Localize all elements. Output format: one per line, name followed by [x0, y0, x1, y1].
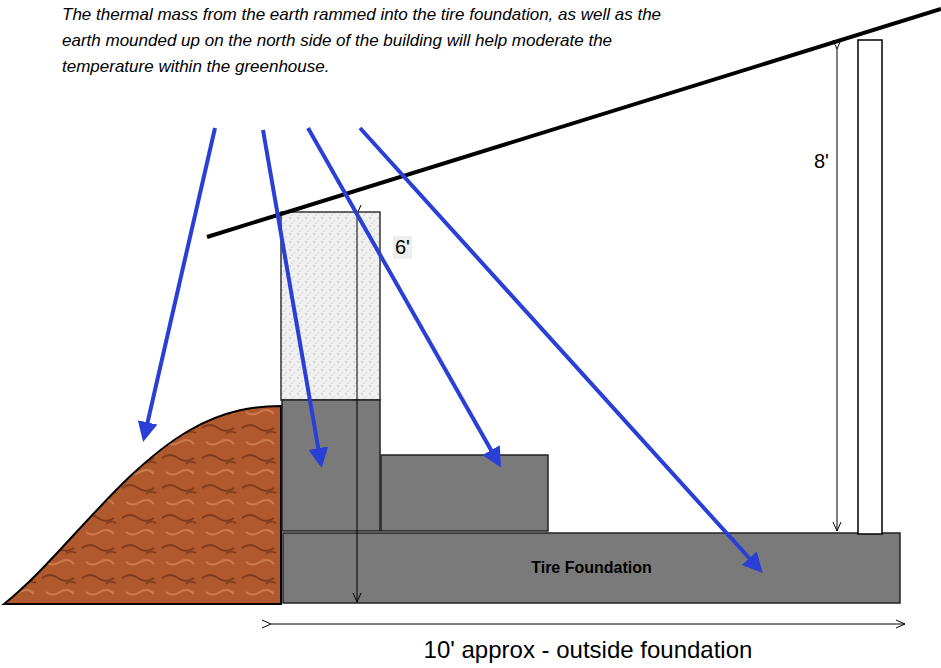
foundation-box: Tire Foundation	[283, 533, 900, 603]
note-text: The thermal mass from the earth rammed i…	[62, 2, 662, 80]
dimension-label: 8'	[812, 150, 831, 173]
dimension-label: 10' approx - outside foundation	[424, 636, 753, 664]
tire-foundation-shape	[283, 533, 900, 603]
leader-arrow	[360, 128, 760, 570]
tire-stack	[282, 400, 380, 531]
tire-bench	[381, 455, 548, 531]
dimension-line	[271, 624, 905, 625]
dimension-line	[837, 49, 838, 531]
box-label: Tire Foundation	[531, 559, 652, 577]
dimension-label: 6'	[393, 236, 412, 259]
leader-arrow	[263, 130, 321, 464]
dimension-line	[357, 214, 358, 602]
post	[858, 40, 882, 534]
wall-block	[281, 212, 380, 400]
leader-arrow	[144, 128, 215, 438]
